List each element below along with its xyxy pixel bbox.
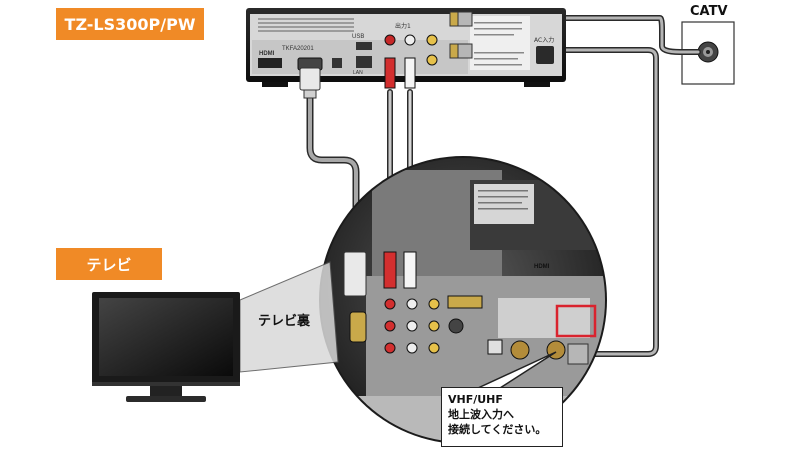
antenna-input-highlight bbox=[555, 304, 597, 338]
callout-line-3: 接続してください。 bbox=[448, 423, 547, 436]
callout-box: VHF/UHF 地上波入力へ 接続してください。 bbox=[441, 387, 563, 447]
rca-red-jack bbox=[384, 34, 396, 46]
rca-white-jack bbox=[404, 34, 416, 46]
ac-inlet bbox=[536, 46, 554, 64]
tv-back-label: テレビ裏 bbox=[258, 314, 311, 329]
tv-hdmi-port bbox=[447, 295, 483, 309]
catv-label: CATV bbox=[690, 4, 728, 19]
callout-line-2: 地上波入力へ bbox=[448, 408, 514, 421]
rca-yellow-jack bbox=[426, 34, 438, 46]
tv-d-terminal-port bbox=[349, 311, 367, 343]
optical-port bbox=[332, 58, 342, 68]
tv-label: テレビ bbox=[56, 248, 162, 280]
callout-line-1: VHF/UHF bbox=[448, 393, 503, 406]
set-top-box bbox=[246, 8, 566, 87]
tv-set bbox=[92, 292, 240, 402]
device-plugs bbox=[299, 11, 473, 99]
model-label: TZ-LS300P/PW bbox=[56, 8, 204, 40]
hdmi-port bbox=[258, 58, 282, 68]
lan-port bbox=[356, 56, 372, 68]
usb-port bbox=[356, 42, 372, 50]
